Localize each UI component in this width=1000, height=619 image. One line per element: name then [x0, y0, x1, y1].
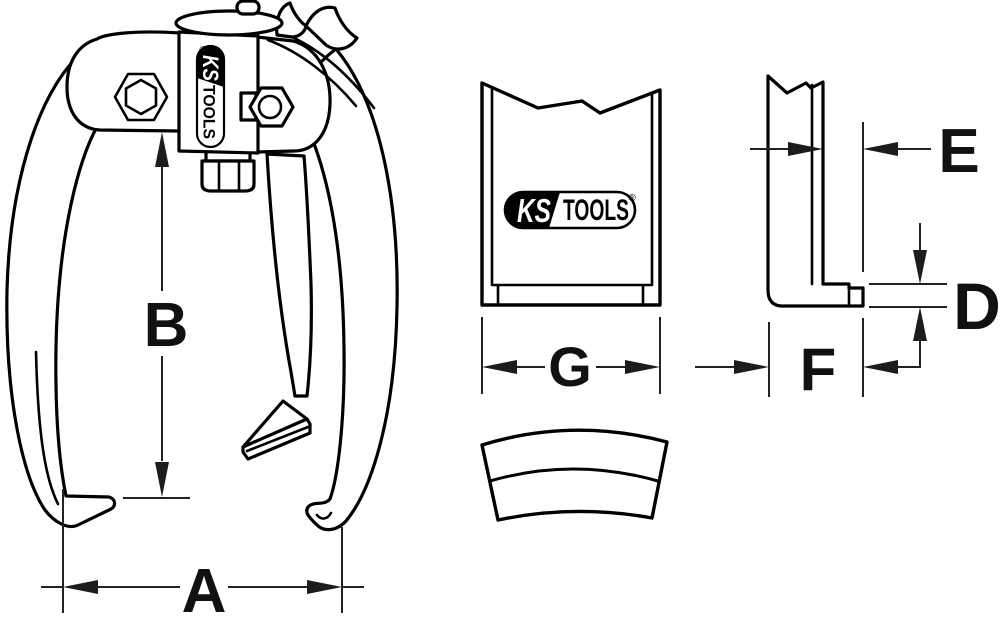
logo-ks-block	[197, 46, 224, 87]
jaw-profile-inner-lines	[810, 83, 851, 308]
dim-g-arrow-right	[625, 360, 660, 374]
logo-tools-text: TOOLS	[563, 194, 629, 227]
right-leg	[294, 47, 399, 532]
dimension-g: G	[481, 317, 661, 398]
logo-registered-mark: ®	[628, 193, 636, 204]
head-swoosh-inner	[266, 38, 358, 108]
dim-g-arrow-left	[482, 360, 517, 374]
jaw-profile-view	[766, 74, 865, 308]
bolt-head-circle	[257, 94, 283, 120]
jaw-arc-middle-line	[488, 467, 660, 483]
dimension-a: A	[41, 489, 364, 619]
middle-leg	[265, 152, 313, 398]
logo-ks-text: KS	[517, 192, 551, 229]
dim-b-arrow-down	[155, 462, 169, 497]
logo-tools-text: TOOLS	[200, 85, 218, 139]
cup-section-view: KS TOOLS ®	[480, 81, 662, 307]
dim-f-label: F	[800, 336, 837, 403]
dimension-e: E	[750, 117, 980, 272]
top-knob	[235, 0, 261, 16]
puller-front-view: KS TOOLS ®	[5, 0, 399, 532]
dim-f-arrow-right	[734, 360, 769, 374]
dim-e-label: E	[938, 117, 979, 186]
dim-d-label: D	[953, 269, 1000, 343]
jaw-arc-outline	[480, 428, 669, 522]
cup-inner-walls	[490, 86, 654, 307]
ks-tools-logo-horizontal: KS TOOLS ®	[503, 190, 636, 230]
top-cap	[174, 9, 284, 37]
spindle-nut	[200, 159, 256, 193]
left-leg	[5, 44, 117, 529]
dim-e-arrow-right	[788, 142, 823, 156]
dimension-b: B	[123, 132, 190, 499]
dim-d-arrow-up	[913, 307, 927, 341]
top-spike	[275, 1, 308, 39]
dim-a-arrow-left	[63, 580, 98, 594]
logo-registered-mark: ®	[199, 45, 207, 56]
ks-tools-logo-vertical: KS TOOLS	[195, 44, 226, 149]
hex-hole-inner	[124, 78, 158, 116]
dimension-d: D	[869, 223, 1000, 367]
dim-b-label: B	[144, 291, 189, 360]
hex-hole-icon	[113, 72, 169, 122]
dim-b-arrow-up	[155, 132, 169, 167]
dimension-f: F	[695, 318, 921, 403]
bolt-hex-icon	[248, 86, 295, 128]
dim-e-arrow-left	[863, 142, 898, 156]
jaw-arc-view	[480, 428, 669, 522]
dim-g-label: G	[548, 335, 592, 398]
dim-f-arrow-left	[863, 360, 898, 374]
top-beak	[304, 5, 359, 51]
logo-ks-block	[505, 192, 560, 228]
claw-blade-inner-line	[245, 425, 310, 453]
jaw-profile-outline	[766, 74, 865, 308]
left-leg-accent-line	[34, 350, 60, 506]
logo-ks-text: KS	[198, 55, 223, 81]
dim-a-label: A	[182, 557, 227, 619]
dim-a-arrow-right	[307, 580, 342, 594]
right-foot-curl-line	[315, 511, 333, 520]
dim-d-arrow-down	[913, 250, 927, 284]
spindle-nut-facets	[217, 159, 241, 193]
